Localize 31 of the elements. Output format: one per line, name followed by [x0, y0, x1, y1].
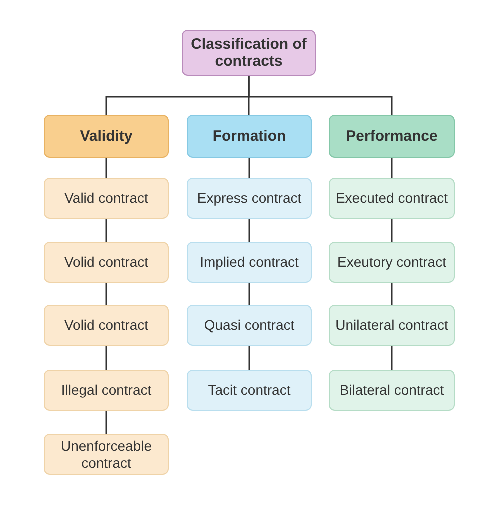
root-box: Classification of contracts	[182, 30, 316, 76]
connector-line	[391, 283, 393, 305]
contract-box: Bilateral contract	[329, 370, 455, 411]
connector-line	[391, 158, 393, 178]
connector-line	[248, 283, 250, 305]
contract-box: Quasi contract	[187, 305, 312, 346]
connector-line	[106, 158, 108, 178]
connector-line	[391, 219, 393, 242]
connector-line	[248, 346, 250, 370]
contract-box: Exeutory contract	[329, 242, 455, 283]
connector-line	[106, 219, 108, 242]
contract-box: Implied contract	[187, 242, 312, 283]
connector-line	[106, 283, 108, 305]
contract-box: Express contract	[187, 178, 312, 219]
connector-line	[248, 76, 393, 115]
connector-line	[248, 219, 250, 242]
contract-box: Volid contract	[44, 242, 169, 283]
connector-line	[106, 346, 108, 370]
contract-box: Executed contract	[329, 178, 455, 219]
contract-box: Illegal contract	[44, 370, 169, 411]
contract-box: Valid contract	[44, 178, 169, 219]
category-box: Validity	[44, 115, 169, 158]
connector-line	[248, 158, 250, 178]
contract-box: Tacit contract	[187, 370, 312, 411]
contract-box: Volid contract	[44, 305, 169, 346]
category-box: Formation	[187, 115, 312, 158]
contract-box: Unilateral contract	[329, 305, 455, 346]
connector-line	[391, 346, 393, 370]
contract-box: Unenforceable contract	[44, 434, 169, 475]
connector-line	[106, 411, 108, 434]
category-box: Performance	[329, 115, 455, 158]
